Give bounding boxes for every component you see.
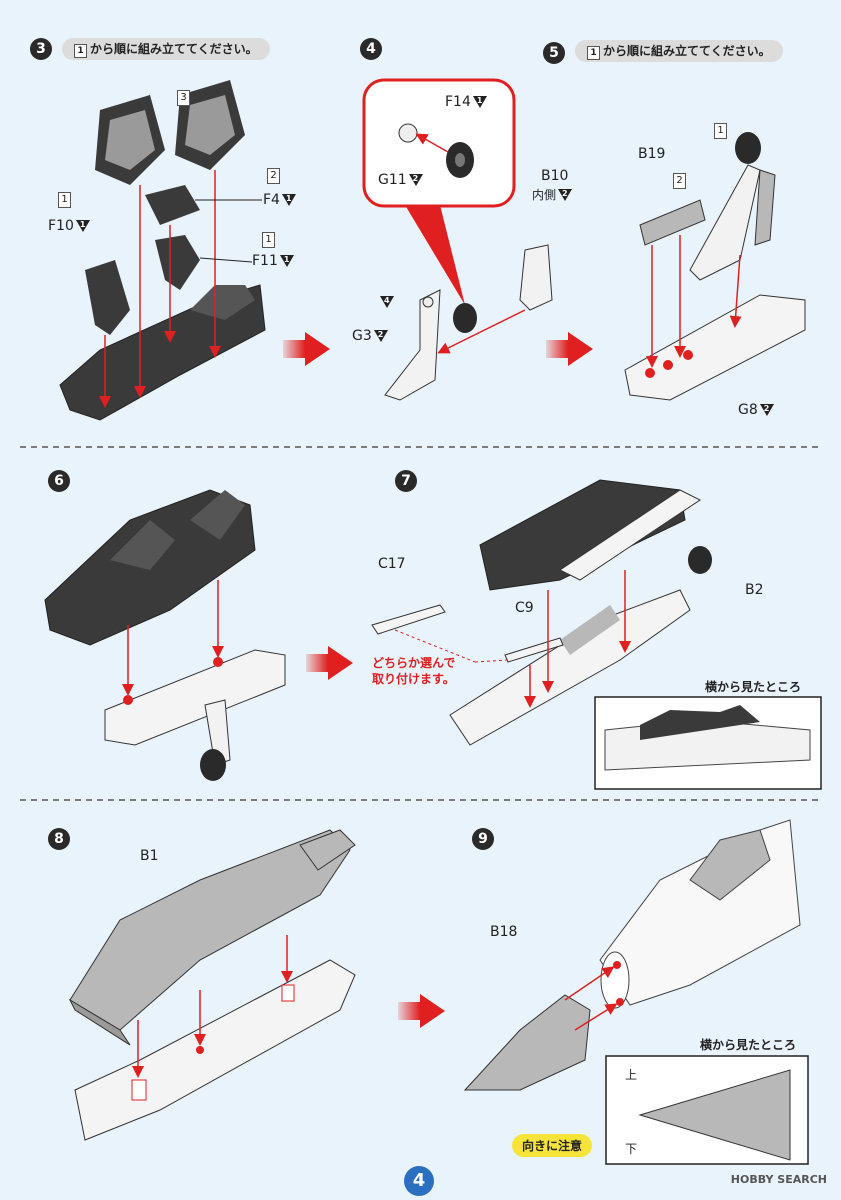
choose-one-note-line2: 取り付けます。 <box>372 672 455 686</box>
step9-drawing <box>463 819 809 1165</box>
step4-drawing <box>362 78 553 401</box>
step3-drawing <box>59 80 266 421</box>
step-3-number: 3 <box>30 38 52 60</box>
step-3-order-1: 1 <box>58 192 71 208</box>
part-label-b2: B2 <box>745 582 764 598</box>
step-6-number: 6 <box>48 470 70 492</box>
step-5-number: 5 <box>543 42 565 64</box>
step-7-side-view-title: 横から見たところ <box>705 680 802 694</box>
step7-drawing <box>371 479 822 790</box>
step-3-instruction-text: から順に組み立ててください。 <box>90 42 258 56</box>
watermark: HOBBY SEARCH <box>730 1173 827 1186</box>
choose-one-note-line1: どちらか選んで <box>372 656 456 670</box>
step8-drawing <box>68 829 356 1141</box>
flow-arrow-6-7 <box>306 646 353 680</box>
part-label-b1: B1 <box>140 848 159 864</box>
part-label-b19: B19 <box>638 146 666 162</box>
step-5-order-1: 1 <box>714 123 727 139</box>
flow-arrow-8-9 <box>398 994 445 1028</box>
side-view-up-label: 上 <box>625 1068 638 1082</box>
step-3-order-3: 3 <box>177 90 190 106</box>
step-5-order-2: 2 <box>673 173 686 189</box>
step-4-number: 4 <box>360 38 382 60</box>
part-label-c17: C17 <box>378 556 406 572</box>
step-3-start-box: 1 <box>74 44 87 58</box>
flow-arrow-3-4 <box>283 332 330 366</box>
step-8-number: 8 <box>48 828 70 850</box>
step-9-side-view-title: 横から見たところ <box>700 1038 797 1052</box>
side-view-down-label: 下 <box>625 1142 638 1156</box>
step-3-order-1b: 1 <box>262 232 275 248</box>
orientation-warning: 向きに注意 <box>512 1134 593 1157</box>
step-5-start-box: 1 <box>587 46 600 60</box>
step-5-instruction-text: から順に組み立ててください。 <box>603 44 771 58</box>
choose-one-note: どちらか選んで 取り付けます。 <box>372 655 455 687</box>
step6-drawing <box>44 489 286 781</box>
step-7-number: 7 <box>395 470 417 492</box>
page-number: 4 <box>404 1166 434 1196</box>
step-9-number: 9 <box>472 828 494 850</box>
step-3-order-2: 2 <box>267 168 280 184</box>
step5-drawing <box>624 132 806 401</box>
part-label-c9: C9 <box>515 600 534 616</box>
part-label-b18: B18 <box>490 924 518 940</box>
part-label-4: 4 <box>378 294 394 310</box>
part-label-b10: B10 <box>541 168 569 184</box>
flow-arrow-4-5 <box>546 332 593 366</box>
